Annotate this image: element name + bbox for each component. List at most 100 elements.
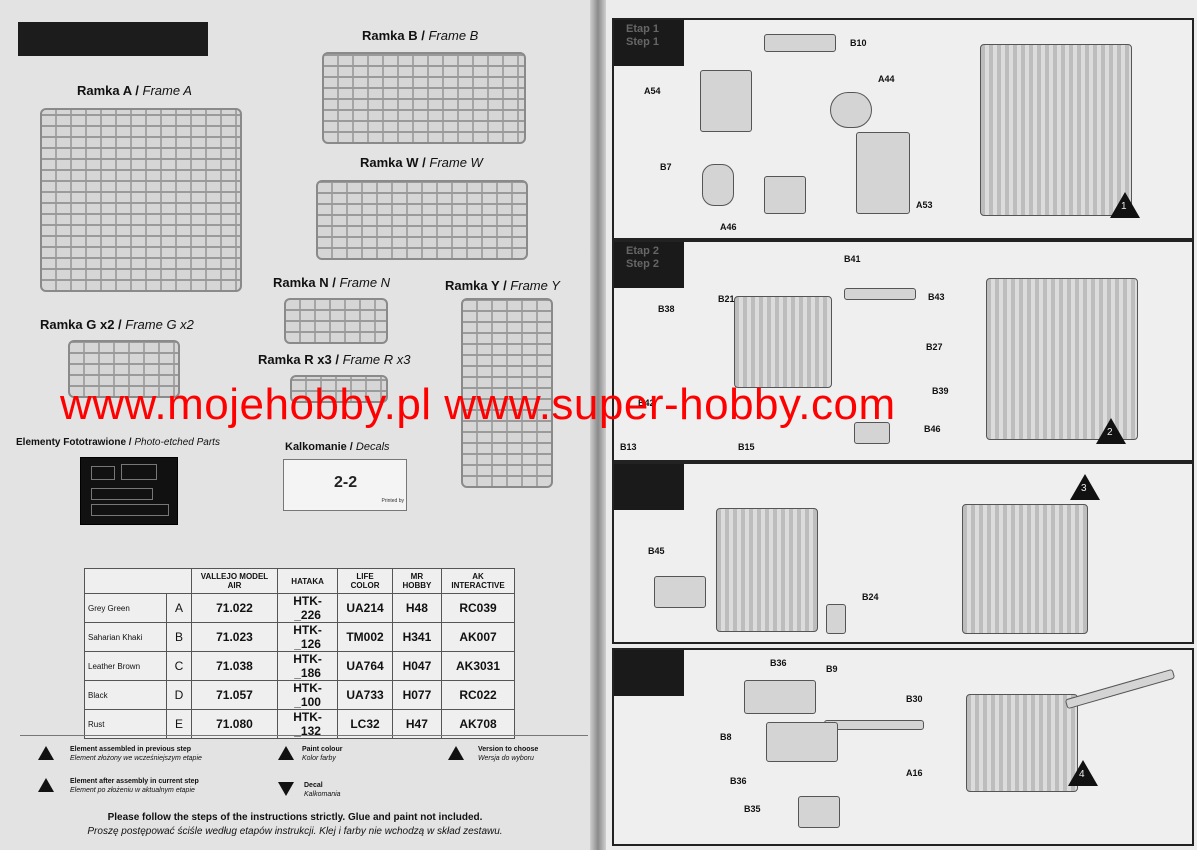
previous-step-triangle-icon	[38, 746, 54, 760]
paint-lifecolor: TM002	[337, 622, 393, 652]
photo-etched-fret	[80, 457, 178, 525]
paint-vallejo: 71.057	[191, 680, 278, 710]
book-gutter	[590, 0, 606, 850]
part-label-b7: B7	[660, 162, 672, 172]
part-label-a54: A54	[644, 86, 661, 96]
paint-letter: E	[166, 709, 192, 739]
part-b30	[824, 720, 924, 730]
paint-ak: AK007	[441, 622, 515, 652]
step-3-panel: B45 B24 3	[612, 462, 1194, 644]
instruction-note-en: Please follow the steps of the instructi…	[107, 812, 483, 823]
engine-assembled-step-3	[962, 504, 1088, 634]
part-label-b38: B38	[658, 304, 675, 314]
frame-a-label: Ramka A / Frame A	[77, 83, 192, 98]
part-a44	[830, 92, 872, 128]
part-label-b13: B13	[620, 442, 637, 452]
paint-lifecolor: UA214	[337, 593, 393, 623]
part-label-b15: B15	[738, 442, 755, 452]
paint-header-lifecolor: LIFE COLOR	[337, 568, 393, 594]
frame-w-label: Ramka W / Frame W	[360, 155, 483, 170]
frame-g-label: Ramka G x2 / Frame G x2	[40, 317, 194, 332]
part-label-b41: B41	[844, 254, 861, 264]
paint-ak: RC039	[441, 593, 515, 623]
paint-mrhobby: H47	[391, 709, 443, 739]
part-label-b10: B10	[850, 38, 867, 48]
part-b43	[844, 288, 916, 300]
step-1-number-icon: 1	[1110, 192, 1140, 218]
decal-sheet: 2-2 Printed by	[283, 459, 407, 511]
part-a54	[700, 70, 752, 132]
step-3-number-icon: 3	[1070, 474, 1100, 500]
paint-letter: D	[166, 680, 192, 710]
part-label-b24: B24	[862, 592, 879, 602]
table-row: Saharian Khaki B 71.023 HTK-_126 TM002 H…	[84, 622, 515, 652]
shaft-assembled-step-4	[1064, 668, 1176, 710]
paint-name: Saharian Khaki	[84, 622, 167, 652]
part-label-b27: B27	[926, 342, 943, 352]
engine-block-step-3	[716, 508, 818, 632]
paint-header-vallejo: VALLEJO MODEL AIR	[191, 568, 278, 594]
paint-header-blank	[84, 568, 192, 594]
part-label-a46: A46	[720, 222, 737, 232]
engine-assembled-step-4	[966, 694, 1078, 792]
frame-b-label: Ramka B / Frame B	[362, 28, 479, 43]
frame-a-sprue	[40, 108, 242, 292]
step-2-number-icon: 2	[1096, 418, 1126, 444]
part-b45	[654, 576, 706, 608]
decal-triangle-icon	[278, 782, 294, 796]
left-page: Ramka A / Frame A Ramka B / Frame B Ramk…	[0, 0, 590, 850]
table-row: Rust E 71.080 HTK-_132 LC32 H47 AK708	[84, 709, 515, 739]
part-label-b30: B30	[906, 694, 923, 704]
part-label-b45: B45	[648, 546, 665, 556]
paint-hataka: HTK-_126	[276, 622, 339, 652]
paint-letter: C	[166, 651, 192, 681]
part-label-b21: B21	[718, 294, 735, 304]
frame-w-sprue	[316, 180, 528, 260]
frame-y-label: Ramka Y / Frame Y	[445, 278, 560, 293]
paint-ak: AK3031	[441, 651, 515, 681]
part-label-a53: A53	[916, 200, 933, 210]
paint-vallejo: 71.022	[191, 593, 278, 623]
table-row: Black D 71.057 HTK-_100 UA733 H077 RC022	[84, 680, 515, 710]
decals-label: Kalkomanie / Decals	[285, 441, 390, 453]
paint-ak: AK708	[441, 709, 515, 739]
paint-lifecolor: LC32	[337, 709, 393, 739]
part-b9	[744, 680, 816, 714]
paint-ak: RC022	[441, 680, 515, 710]
part-label-b46: B46	[924, 424, 941, 434]
paint-lifecolor: UA733	[337, 680, 393, 710]
part-label-b36-top: B36	[770, 658, 787, 668]
part-label-a16: A16	[906, 768, 923, 778]
part-b35	[798, 796, 840, 828]
paint-triangle-icon	[278, 746, 294, 760]
part-label-a44: A44	[878, 74, 895, 84]
frame-r-label: Ramka R x3 / Frame R x3	[258, 352, 411, 367]
part-b46	[854, 422, 890, 444]
frame-r-sprue	[290, 375, 388, 403]
frame-y-sprue	[461, 298, 553, 488]
step-4-header	[614, 650, 684, 696]
decal-printer: Printed by	[381, 498, 404, 504]
photo-etched-label: Elementy Fototrawione / Photo-etched Par…	[16, 437, 220, 448]
paint-name: Leather Brown	[84, 651, 167, 681]
part-a46	[764, 176, 806, 214]
part-b10	[764, 34, 836, 52]
paint-vallejo: 71.080	[191, 709, 278, 739]
paint-mrhobby: H48	[391, 593, 443, 623]
paint-letter: A	[166, 593, 192, 623]
paint-hataka: HTK-_132	[276, 709, 339, 739]
part-label-b35: B35	[744, 804, 761, 814]
part-b7	[702, 164, 734, 206]
step-4-panel: B36 B9 B30 B8 A16 B36 B35 4	[612, 648, 1194, 846]
frame-n-label: Ramka N / Frame N	[273, 275, 391, 290]
paint-lifecolor: UA764	[337, 651, 393, 681]
table-row: Grey Green A 71.022 HTK-_226 UA214 H48 R…	[84, 593, 515, 623]
version-triangle-icon	[448, 746, 464, 760]
paint-table: VALLEJO MODEL AIR HATAKA LIFE COLOR MR H…	[84, 568, 515, 739]
paint-name: Rust	[84, 709, 167, 739]
instruction-note-pl: Proszę postępować ściśle według etapów i…	[87, 826, 503, 837]
